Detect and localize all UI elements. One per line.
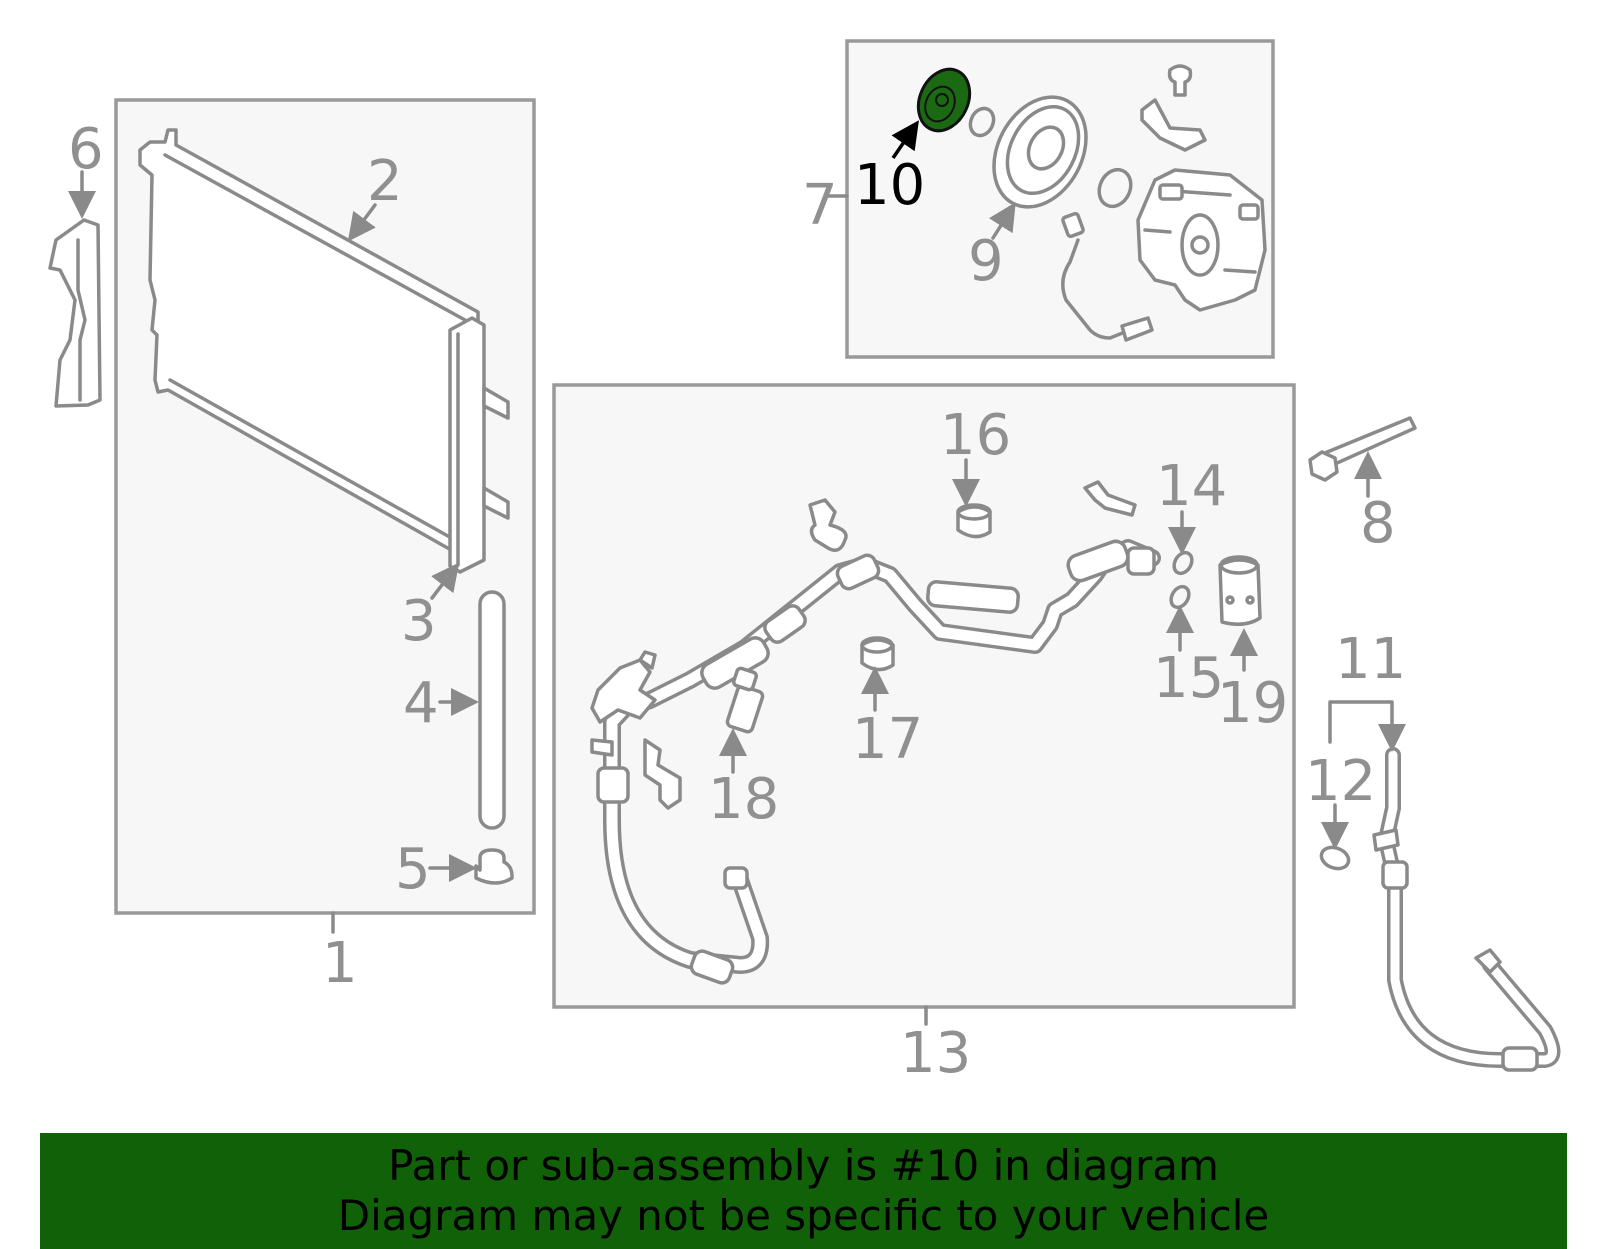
compressor-bracket xyxy=(1140,98,1207,152)
callout-11-bracket xyxy=(1328,700,1394,744)
callout-12: 12 xyxy=(1305,749,1376,814)
callout-8: 8 xyxy=(1360,491,1396,556)
callout-6: 6 xyxy=(68,117,104,182)
info-banner: Part or sub-assembly is #10 in diagram D… xyxy=(40,1133,1567,1249)
compressor-bolt xyxy=(1167,64,1193,97)
bolt-8 xyxy=(1308,416,1417,482)
snap-ring xyxy=(968,106,996,138)
callout-7: 7 xyxy=(802,173,838,238)
pressure-sensor-18 xyxy=(725,666,765,734)
callout-2: 2 xyxy=(367,149,403,214)
receiver-drier-tube xyxy=(478,590,506,830)
banner-line-disclaimer: Diagram may not be specific to your vehi… xyxy=(337,1191,1270,1240)
cap-17 xyxy=(860,636,895,672)
callout-14: 14 xyxy=(1156,454,1227,519)
banner-line-part: Part or sub-assembly is #10 in diagram xyxy=(388,1141,1219,1190)
hose-clip xyxy=(808,498,848,552)
callout-10: 10 xyxy=(854,153,925,218)
callout-9-leader xyxy=(988,202,1016,240)
callout-15: 15 xyxy=(1153,646,1224,711)
pulley-o-ring xyxy=(1097,167,1133,209)
callout-19: 19 xyxy=(1217,671,1288,736)
callout-3-leader xyxy=(430,562,460,600)
condenser-side-tank xyxy=(448,316,510,574)
callout-3: 3 xyxy=(401,589,437,654)
callout-9: 9 xyxy=(968,229,1004,294)
callout-16: 16 xyxy=(940,403,1011,468)
air-guard xyxy=(48,218,102,408)
callout-2-leader xyxy=(347,203,377,242)
hose-bolt xyxy=(1083,480,1137,517)
hose-bracket xyxy=(643,738,682,810)
callout-13: 13 xyxy=(900,1021,971,1086)
compressor-sensor-wire xyxy=(1061,211,1154,342)
liquid-line xyxy=(590,539,1161,985)
o-ring-12 xyxy=(1319,845,1351,871)
callout-5: 5 xyxy=(395,837,431,902)
drier-plug xyxy=(474,848,514,885)
callout-10-leader xyxy=(891,120,919,159)
callout-18: 18 xyxy=(708,767,779,832)
compressor-body xyxy=(1136,168,1267,312)
callout-1: 1 xyxy=(322,931,358,996)
discharge-hose-11 xyxy=(1372,747,1561,1072)
cap-16 xyxy=(956,503,992,539)
callout-4: 4 xyxy=(403,671,439,736)
highlighted-part-10 xyxy=(916,67,972,133)
expansion-valve-19 xyxy=(1218,555,1262,626)
callout-11: 11 xyxy=(1335,627,1406,692)
callout-17: 17 xyxy=(852,707,923,772)
